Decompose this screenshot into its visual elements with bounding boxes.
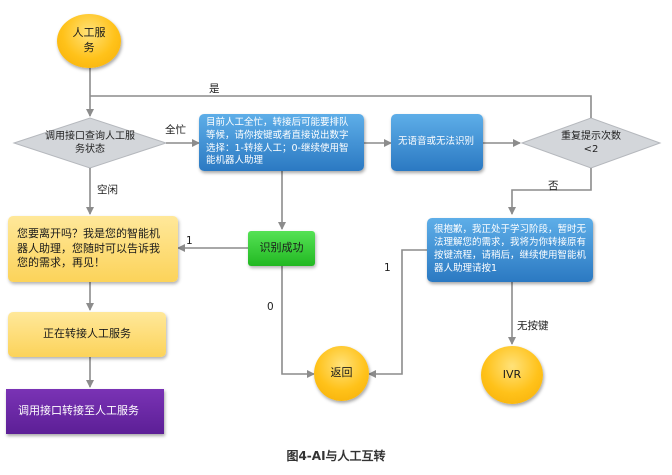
edge-repeat-yes-loop xyxy=(90,95,592,118)
cannot-understand-text: 很抱歉，我正处于学习阶段，暂时无法理解您的需求，我将为你转接原有按键流程，请稍后… xyxy=(434,224,587,274)
no-voice-text: 无语音或无法识别 xyxy=(398,136,475,148)
edge-cannot-to-return xyxy=(368,249,427,378)
cannot-understand-box: 很抱歉，我正处于学习阶段，暂时无法理解您的需求，我将为你转接原有按键流程，请稍后… xyxy=(427,218,593,282)
call-transfer-box: 调用接口转接至人工服务 xyxy=(6,389,164,434)
edge-label-press-1-right: 1 xyxy=(384,262,391,274)
busy-prompt-text: 目前人工全忙，转接后可能要排队等候，请你按键或者直接说出数字选择：1-转接人工；… xyxy=(206,116,349,167)
figure-caption: 图4-AI与人工互转 xyxy=(286,449,386,463)
ivr-node-text: IVR xyxy=(502,367,522,381)
call-transfer-text: 调用接口转接至人工服务 xyxy=(18,404,139,418)
return-node-text: 返回 xyxy=(330,366,353,380)
recognized-box: 识别成功 xyxy=(248,231,315,266)
edge-label-idle: 空闲 xyxy=(97,184,118,196)
leave-prompt-box: 您要离开吗？我是您的智能机器人助理，您随时可以告诉我您的需求，再见！ xyxy=(8,216,178,282)
return-node: 返回 xyxy=(314,346,369,401)
start-node: 人工服务 xyxy=(57,14,121,68)
busy-prompt-box: 目前人工全忙，转接后可能要排队等候，请你按键或者直接说出数字选择：1-转接人工；… xyxy=(199,114,364,171)
repeat-check-text: 重复提示次数<2 xyxy=(561,131,621,155)
edge-label-no: 否 xyxy=(548,180,559,192)
decision-diamond-repeat xyxy=(520,117,662,169)
leave-prompt-text: 您要离开吗？我是您的智能机器人助理，您随时可以告诉我您的需求，再见！ xyxy=(17,226,160,270)
edge-label-no-key: 无按键 xyxy=(517,320,549,332)
start-node-text: 人工服务 xyxy=(72,26,106,54)
edge-repeat-no xyxy=(508,168,592,215)
edge-label-press-0: 0 xyxy=(267,301,274,313)
recognized-text: 识别成功 xyxy=(259,241,304,255)
query-status-text: 调用接口查询人工服务状态 xyxy=(45,131,135,155)
transferring-text: 正在转接人工服务 xyxy=(43,327,131,341)
edge-label-all-busy: 全忙 xyxy=(165,124,186,136)
transferring-box: 正在转接人工服务 xyxy=(8,312,166,357)
no-voice-box: 无语音或无法识别 xyxy=(391,114,483,171)
ivr-node: IVR xyxy=(481,346,543,404)
edge-recognized-to-return xyxy=(281,266,315,378)
edge-label-press-1: 1 xyxy=(186,235,193,247)
edge-label-yes: 是 xyxy=(209,83,220,95)
